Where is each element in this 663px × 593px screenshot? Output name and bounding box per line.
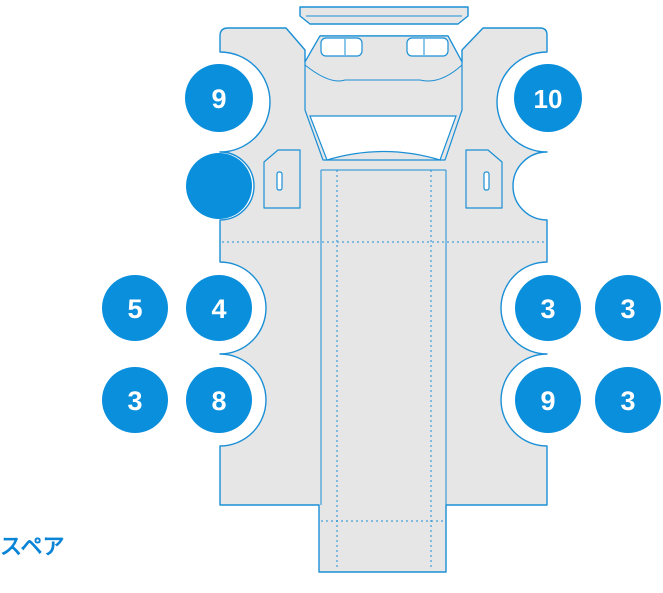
spare-label: スペア [0, 535, 65, 560]
face-cutout [309, 115, 457, 161]
main-body [219, 27, 548, 573]
badge-label-right-low-inner: 9 [540, 386, 555, 416]
badge-label-right-top: 10 [534, 84, 563, 114]
eye-slot-left [320, 37, 363, 57]
brow-ridge [304, 64, 463, 82]
badge-label-right-mid-outer: 3 [620, 294, 635, 324]
badge-circle-right-mid-inner [515, 275, 581, 341]
side-tab-right-slot [483, 171, 490, 191]
eye-slot-right [406, 37, 449, 57]
badge-circle-left-low-inner [186, 367, 252, 433]
badge-label-right-mid-inner: 3 [540, 294, 555, 324]
badge-group: 9 4 5 8 3 10 3 3 9 3 [102, 64, 661, 433]
badge-label-right-low-outer: 3 [620, 386, 635, 416]
badge-label-left-mid-outer: 5 [127, 294, 142, 324]
badge-circle-right-top [514, 64, 582, 132]
badge-circle-right-low-outer [595, 367, 661, 433]
badge-circle-left-mid-outer [102, 275, 168, 341]
badge-circle-left-mid-inner [186, 275, 252, 341]
badge-circle-left-low-outer [102, 367, 168, 433]
badge-circle-right-mid-outer [595, 275, 661, 341]
badge-circle-left-upper-blank [186, 153, 252, 219]
badge-label-left-top: 9 [211, 84, 226, 114]
badge-label-left-mid-inner: 4 [211, 294, 226, 324]
badge-circle-left-top [185, 64, 253, 132]
badge-label-left-low-inner: 8 [211, 386, 226, 416]
badge-label-left-low-outer: 3 [127, 386, 142, 416]
side-tab-left-slot [276, 171, 283, 191]
badge-circle-right-low-inner [515, 367, 581, 433]
